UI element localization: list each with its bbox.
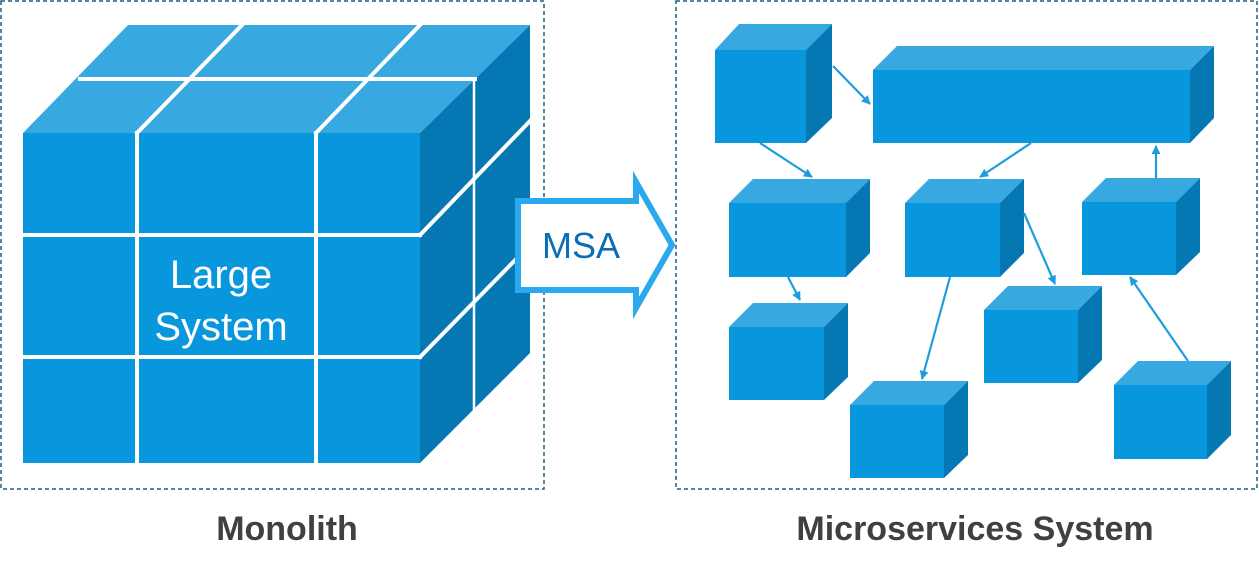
connection-arrow: [1129, 276, 1189, 362]
monolith-label-line1: Large: [170, 253, 272, 297]
service-box: [984, 286, 1102, 383]
monolith-caption: Monolith: [216, 510, 358, 548]
service-box: [1114, 361, 1231, 459]
microservices-caption: Microservices System: [796, 510, 1153, 548]
monolith-grid-lines: [21, 22, 533, 465]
msa-label: MSA: [542, 225, 620, 266]
service-box: [729, 303, 848, 400]
connection-arrow: [759, 142, 813, 178]
connection-arrow: [919, 276, 952, 380]
service-box: [905, 179, 1024, 277]
service-boxes: [715, 24, 1231, 478]
monolith-label-line2: System: [154, 305, 287, 349]
microservices-container: [675, 0, 1258, 490]
service-box: [873, 46, 1214, 143]
service-box: [1082, 178, 1200, 275]
service-box: [729, 179, 870, 277]
msa-transition-arrow: MSA: [515, 170, 676, 320]
connection-arrow: [979, 142, 1032, 178]
service-connections: [759, 65, 1189, 380]
connection-arrow: [1022, 212, 1057, 285]
connection-arrow: [787, 276, 801, 301]
service-box: [850, 381, 968, 478]
connection-arrow: [832, 65, 871, 105]
service-box: [715, 24, 832, 143]
monolith-cube: Large System: [21, 22, 533, 465]
msa-arrow-shape: [515, 170, 676, 320]
monolith-front-face: [23, 133, 420, 463]
